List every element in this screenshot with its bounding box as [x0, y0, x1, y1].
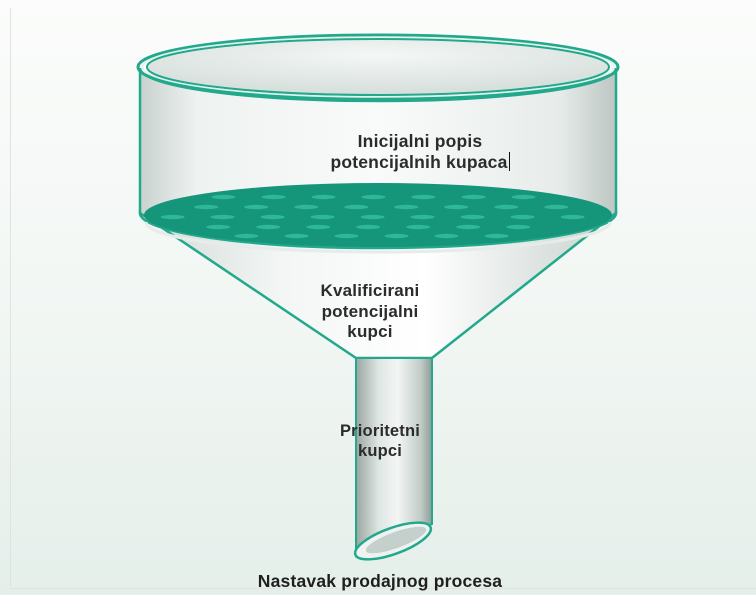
- filter-slot: [211, 194, 236, 200]
- filter-slot: [384, 233, 409, 239]
- funnel-rim-outer: [136, 33, 620, 101]
- filter-slot: [244, 204, 269, 210]
- stage-initial-line2: potencijalnih kupaca: [270, 152, 570, 173]
- filter-slot: [510, 214, 535, 220]
- funnel-tube: [355, 357, 433, 558]
- filter-slot: [306, 224, 331, 230]
- stage-initial-line2-text: potencijalnih kupaca: [330, 152, 508, 173]
- outcome-label: Nastavak prodajnog procesa: [257, 571, 503, 591]
- filter-slot: [394, 204, 419, 210]
- filter-slot: [544, 204, 569, 210]
- filter-slot: [511, 194, 536, 200]
- filter-slot: [310, 214, 335, 220]
- filter-slot: [206, 224, 231, 230]
- stage-priority-label: Prioritetni kupci: [310, 421, 450, 461]
- filter-slot: [344, 204, 369, 210]
- filter-slot: [261, 194, 286, 200]
- filter-slot: [160, 214, 185, 220]
- filter-slot: [484, 233, 509, 239]
- filter-slot: [294, 204, 319, 210]
- filter-slot: [494, 204, 519, 210]
- filter-slot: [334, 233, 359, 239]
- filter-slot: [256, 224, 281, 230]
- filter-slot: [234, 233, 259, 239]
- stage-qualified-line1: Kvalificirani: [320, 281, 420, 300]
- filter-slot: [194, 204, 219, 210]
- stage-initial-list-label: Inicijalni popis potencijalnih kupaca: [270, 131, 570, 174]
- filter-slot: [506, 224, 531, 230]
- stage-qualified-label: Kvalificirani potencijalni kupci: [280, 281, 460, 343]
- stage-qualified-line2: potencijalni: [321, 301, 419, 321]
- filter-slot: [434, 233, 459, 239]
- image-frame: [10, 8, 756, 589]
- filter-disc: [144, 183, 612, 247]
- stage-priority-line2: kupci: [357, 442, 403, 461]
- funnel-rim-highlight: [141, 36, 615, 98]
- stage-qualified-line3: kupci: [347, 322, 393, 342]
- filter-slot: [456, 224, 481, 230]
- filter-slots: [160, 194, 585, 239]
- filter-slot: [460, 214, 485, 220]
- filter-slot: [360, 214, 385, 220]
- filter-slot: [411, 194, 436, 200]
- text-cursor: [508, 152, 510, 172]
- filter-slot: [311, 194, 336, 200]
- filter-slot: [356, 224, 381, 230]
- funnel-rim-inner: [146, 38, 610, 96]
- stage-initial-line1: Inicijalni popis: [357, 131, 483, 151]
- filter-slot: [210, 214, 235, 220]
- filter-slot: [461, 194, 486, 200]
- filter-slot: [560, 214, 585, 220]
- tube-opening-inner: [365, 526, 427, 554]
- filter-slot: [260, 214, 285, 220]
- filter-slot: [361, 194, 386, 200]
- stage-priority-line1: Prioritetni: [339, 422, 421, 440]
- filter-slot: [406, 224, 431, 230]
- filter-slot: [284, 233, 309, 239]
- filter-slot: [444, 204, 469, 210]
- filter-disc-front-edge: [144, 221, 612, 254]
- funnel-inside: [146, 38, 610, 96]
- filter-slot: [410, 214, 435, 220]
